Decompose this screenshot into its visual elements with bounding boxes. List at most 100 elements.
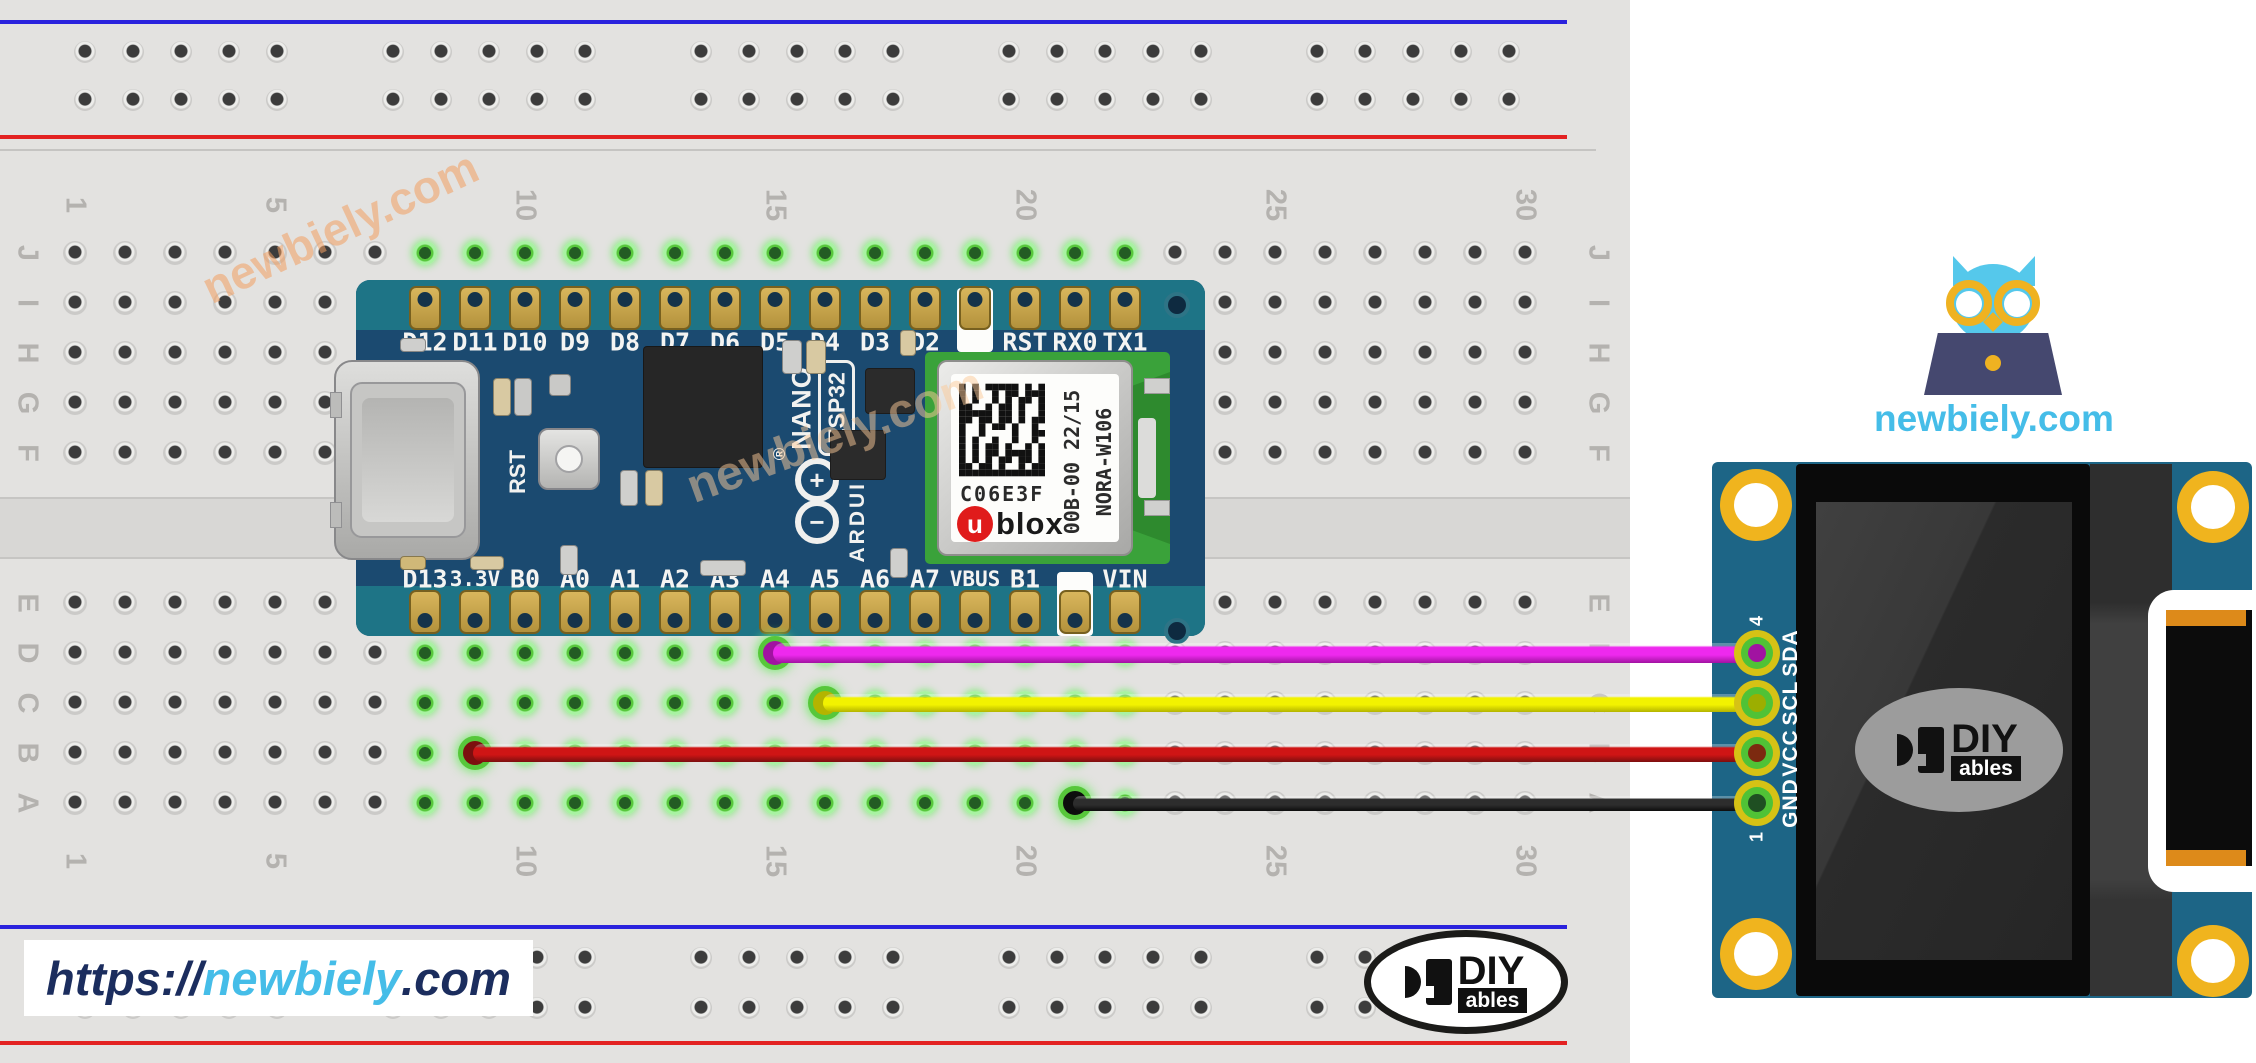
breadboard-hole [613, 241, 637, 265]
mounting-hole [1164, 618, 1190, 644]
power-rail-hole [690, 947, 712, 969]
arduino-pin [559, 590, 591, 634]
breadboard-hole [713, 241, 737, 265]
website-url-badge: https://newbiely.com [24, 940, 533, 1016]
smd-component [400, 338, 426, 352]
power-rail-hole [690, 41, 712, 63]
arduino-pin-label: B0 [509, 564, 541, 594]
arduino-pin-label: D9 [559, 327, 591, 357]
breadboard-hole [263, 441, 287, 465]
breadboard-hole [1313, 591, 1337, 615]
connector-contact [2166, 850, 2246, 866]
breadboard-hole [1463, 441, 1487, 465]
wire-scl [823, 694, 1757, 712]
oled-pin-center [1748, 744, 1766, 762]
breadboard-hole [1213, 591, 1237, 615]
smd-component [560, 545, 578, 575]
power-rail-hole [1306, 89, 1328, 111]
breadboard-hole [463, 691, 487, 715]
breadboard-hole [1313, 291, 1337, 315]
breadboard-hole [363, 791, 387, 815]
breadboard-hole [113, 691, 137, 715]
diyables-speaker-icon [1404, 959, 1453, 1005]
breadboard-hole [863, 791, 887, 815]
breadboard-hole [1013, 241, 1037, 265]
breadboard-hole [1263, 241, 1287, 265]
smd-component [549, 374, 571, 396]
diyables-logo: DIY ables [1364, 930, 1568, 1034]
breadboard-hole [163, 341, 187, 365]
power-rail-hole [738, 41, 760, 63]
rail-line [0, 149, 1596, 151]
breadboard-hole [1363, 341, 1387, 365]
power-rail-hole [882, 89, 904, 111]
breadboard-hole [613, 641, 637, 665]
power-rail-hole [882, 947, 904, 969]
arduino-pin [509, 590, 541, 634]
power-rail-hole [690, 997, 712, 1019]
breadboard-hole [1263, 341, 1287, 365]
power-rail-hole [526, 89, 548, 111]
oled-pin-center [1748, 794, 1766, 812]
arduino-pin [659, 286, 691, 330]
breadboard-hole [63, 241, 87, 265]
power-rail-hole [998, 41, 1020, 63]
breadboard-hole [63, 691, 87, 715]
smd-component [1144, 378, 1170, 394]
breadboard-hole [463, 791, 487, 815]
breadboard-hole [163, 691, 187, 715]
arduino-pin-label: A2 [659, 564, 691, 594]
arduino-pin [909, 286, 941, 330]
power-rail-hole [1046, 89, 1068, 111]
power-rail-hole [574, 997, 596, 1019]
breadboard-hole [1463, 391, 1487, 415]
breadboard-hole [163, 241, 187, 265]
plus-glyph: + [809, 464, 825, 495]
breadboard-hole [63, 391, 87, 415]
breadboard-hole [563, 691, 587, 715]
power-rail-hole [882, 41, 904, 63]
module-code: C06E3F [960, 482, 1045, 506]
breadboard-hole [413, 791, 437, 815]
power-rail-hole [1306, 947, 1328, 969]
smd-component [890, 548, 908, 578]
breadboard-hole [1263, 591, 1287, 615]
power-rail-hole [1354, 41, 1376, 63]
arduino-pin-label: TX1 [1102, 327, 1148, 357]
power-rail-hole [738, 89, 760, 111]
breadboard-hole [63, 291, 87, 315]
smd-component [830, 430, 886, 480]
power-rail-hole [1450, 41, 1472, 63]
breadboard-hole [463, 641, 487, 665]
breadboard-hole [213, 691, 237, 715]
power-rail-hole [834, 997, 856, 1019]
arduino-pin-label: D11 [452, 327, 498, 357]
arduino-pin [809, 590, 841, 634]
power-rail-hole [998, 997, 1020, 1019]
power-rail-hole [1142, 947, 1164, 969]
breadboard-hole [1213, 441, 1237, 465]
power-rail-hole [1354, 89, 1376, 111]
url-suffix: .com [401, 951, 511, 1005]
arduino-pin [809, 286, 841, 330]
antenna-bar [1138, 418, 1156, 498]
power-rail-hole [834, 947, 856, 969]
breadboard-hole [113, 341, 137, 365]
breadboard-hole [1313, 341, 1337, 365]
breadboard-hole [263, 591, 287, 615]
mounting-hole [1164, 292, 1190, 318]
arduino-pin [459, 590, 491, 634]
power-rail-hole [478, 41, 500, 63]
breadboard-hole [713, 641, 737, 665]
breadboard-hole [713, 791, 737, 815]
breadboard-hole [1113, 241, 1137, 265]
breadboard-hole [1513, 441, 1537, 465]
breadboard-hole [163, 741, 187, 765]
power-rail-hole [1190, 89, 1212, 111]
arduino-pin [909, 590, 941, 634]
power-rail-hole [1094, 997, 1116, 1019]
breadboard-hole [363, 691, 387, 715]
power-rail-hole [1142, 89, 1164, 111]
arduino-pin-label: A4 [759, 564, 791, 594]
